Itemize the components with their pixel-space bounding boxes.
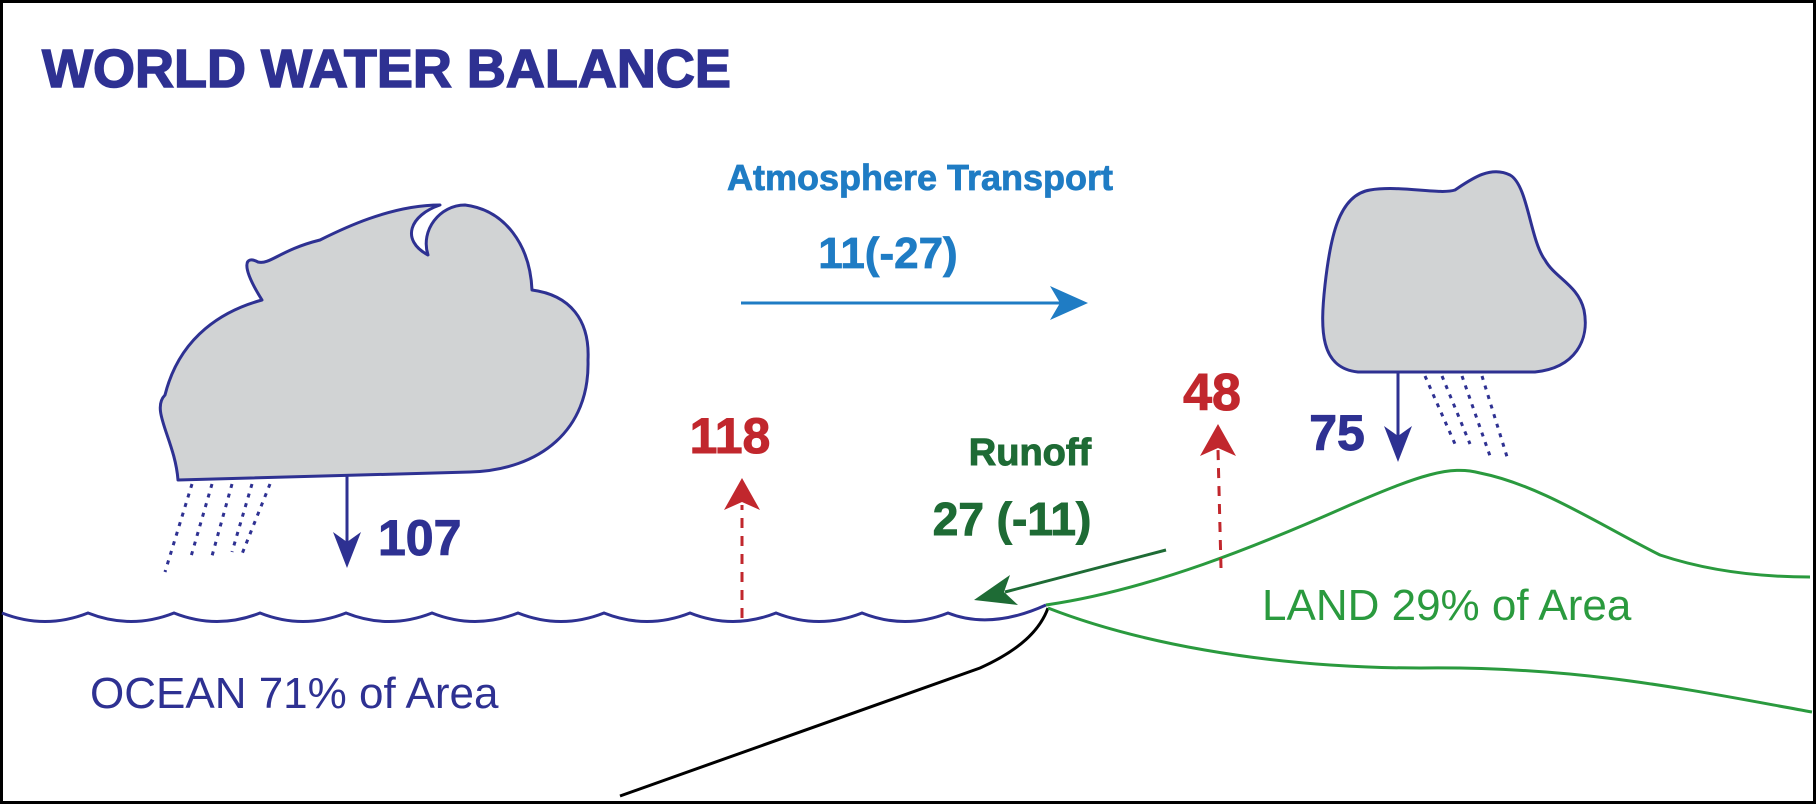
land-precipitation-value: 75 [1309, 405, 1365, 461]
ocean-evaporation-arrow [724, 478, 760, 618]
land-precipitation-arrow [1384, 372, 1412, 462]
runoff-arrow [974, 548, 1167, 605]
ocean-precipitation-arrow [333, 474, 361, 568]
runoff-value: 27 (-11) [933, 493, 1092, 545]
ocean-precipitation-value: 107 [378, 510, 461, 566]
land-evaporation-value: 48 [1183, 364, 1241, 422]
land-area-label: LAND 29% of Area [1262, 581, 1632, 630]
ocean-evaporation-value: 118 [690, 408, 771, 464]
ocean-rain [163, 483, 272, 573]
atmosphere-transport-value: 11(-27) [818, 229, 957, 278]
land-cloud [1321, 170, 1587, 374]
diagram-title: WORLD WATER BALANCE [42, 39, 731, 99]
atmosphere-transport-arrow [741, 286, 1088, 320]
atmosphere-transport-label: Atmosphere Transport [727, 157, 1113, 198]
ocean-area-label: OCEAN 71% of Area [90, 669, 499, 718]
land-ground-line [1047, 606, 1813, 714]
coastline [619, 607, 1050, 798]
land-evaporation-arrow [1200, 424, 1236, 569]
ocean-surface-waves [1, 603, 1047, 623]
land-rain [1423, 375, 1510, 461]
ocean-cloud [158, 203, 590, 482]
runoff-label: Runoff [969, 432, 1092, 474]
